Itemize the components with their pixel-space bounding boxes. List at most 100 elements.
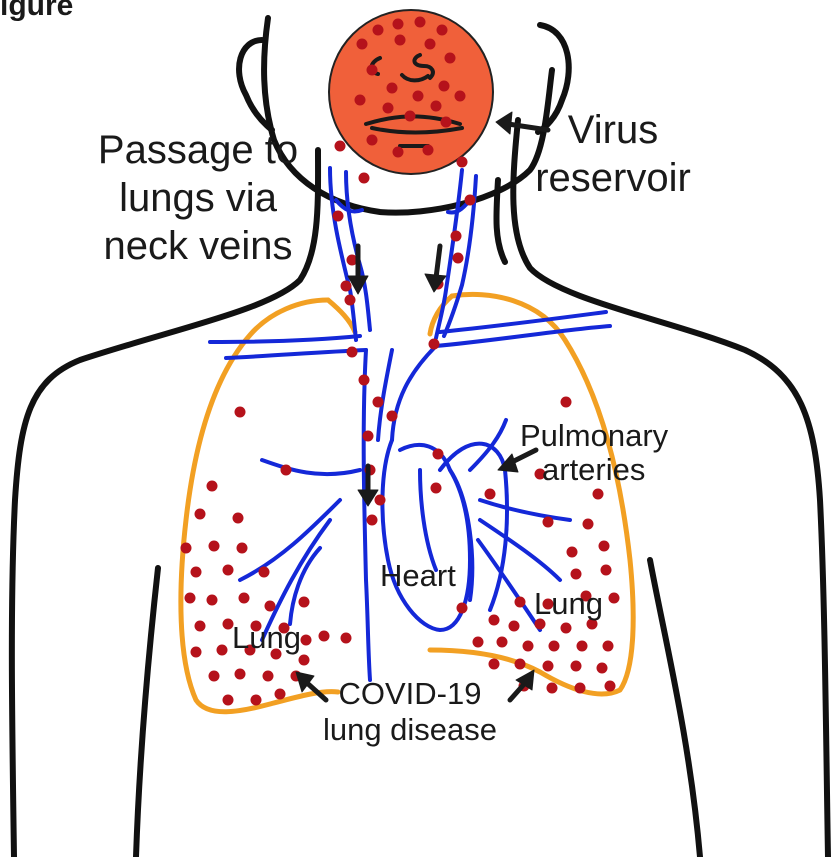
- virus-particle: [543, 661, 554, 672]
- left-subclavian-2: [226, 350, 366, 358]
- right-pulmonary-branch-2: [480, 520, 560, 580]
- head-circle: [329, 10, 493, 174]
- virus-particle: [455, 91, 466, 102]
- virus-particle: [597, 663, 608, 674]
- virus-particle: [547, 683, 558, 694]
- virus-particle: [437, 25, 448, 36]
- virus-particle: [299, 597, 310, 608]
- virus-particle: [387, 83, 398, 94]
- virus-particle: [583, 519, 594, 530]
- virus-particle: [265, 601, 276, 612]
- virus-particle: [181, 543, 192, 554]
- virus-particle: [223, 695, 234, 706]
- virus-particle: [561, 623, 572, 634]
- passage-label-line2: lungs via: [88, 174, 308, 222]
- virus-particle: [367, 65, 378, 76]
- virus-particle: [593, 489, 604, 500]
- virus-particle: [367, 135, 378, 146]
- virus-particle: [571, 661, 582, 672]
- virus-particle: [191, 567, 202, 578]
- virus-particle: [445, 53, 456, 64]
- left-inner-arm-line: [136, 568, 158, 857]
- virus-particle: [355, 95, 366, 106]
- covid-label-line2: lung disease: [300, 712, 520, 748]
- virus-particle: [275, 689, 286, 700]
- virus-particle: [515, 597, 526, 608]
- virus-particle: [263, 671, 274, 682]
- virus-particle: [319, 631, 330, 642]
- virus-particle: [523, 641, 534, 652]
- virus-particle: [373, 397, 384, 408]
- virus-particle: [567, 547, 578, 558]
- covid-arrow-right: [510, 670, 534, 700]
- virus-particle: [233, 513, 244, 524]
- virus-particle: [299, 655, 310, 666]
- virus-particle: [335, 141, 346, 152]
- virus-particle: [235, 407, 246, 418]
- virus-particle: [457, 157, 468, 168]
- passage-label-line1: Passage to: [88, 126, 308, 174]
- virus-particle: [609, 593, 620, 604]
- left-pulmonary-artery: [262, 460, 360, 474]
- virus-particle: [281, 465, 292, 476]
- virus-particle: [223, 565, 234, 576]
- virus-particle: [357, 39, 368, 50]
- virus-label-line2: reservoir: [528, 154, 698, 202]
- virus-particle: [473, 637, 484, 648]
- virus-particle: [207, 595, 218, 606]
- virus-particle: [195, 621, 206, 632]
- virus-particle: [405, 111, 416, 122]
- virus-particle: [237, 543, 248, 554]
- virus-particle: [431, 483, 442, 494]
- virus-particle: [515, 659, 526, 670]
- virus-particle: [217, 645, 228, 656]
- virus-particle: [489, 659, 500, 670]
- virus-particle: [341, 633, 352, 644]
- left-pulmonary-branch-1: [240, 500, 340, 580]
- virus-particle: [259, 567, 270, 578]
- virus-particle: [605, 681, 616, 692]
- virus-particle: [423, 145, 434, 156]
- virus-particle: [453, 253, 464, 264]
- virus-particle: [413, 91, 424, 102]
- vena-cava-mid: [378, 350, 392, 440]
- virus-particle: [599, 541, 610, 552]
- virus-particle: [367, 515, 378, 526]
- head-circle-group: [329, 10, 493, 174]
- virus-particle: [191, 647, 202, 658]
- virus-particle: [433, 449, 444, 460]
- virus-particle: [387, 411, 398, 422]
- virus-particle: [393, 19, 404, 30]
- virus-particle: [601, 565, 612, 576]
- figure-header-fragment: igure: [0, 0, 73, 30]
- virus-particle: [485, 489, 496, 500]
- virus-particle: [509, 621, 520, 632]
- pulmonary-label-line1: Pulmonary: [520, 418, 668, 454]
- virus-particle: [393, 147, 404, 158]
- lung-label-right: Lung: [534, 586, 603, 622]
- virus-particle: [561, 397, 572, 408]
- virus-particle: [333, 211, 344, 222]
- virus-particle: [425, 39, 436, 50]
- virus-particle: [301, 635, 312, 646]
- virus-particle: [577, 641, 588, 652]
- virus-particle: [347, 347, 358, 358]
- virus-particle: [235, 669, 246, 680]
- virus-particle: [429, 339, 440, 350]
- lung-label-left: Lung: [232, 620, 301, 656]
- virus-particle: [251, 695, 262, 706]
- virus-particle: [451, 231, 462, 242]
- virus-particle: [239, 593, 250, 604]
- vena-cava-right: [392, 346, 436, 440]
- virus-particle: [341, 281, 352, 292]
- right-pulmonary-branch-1: [480, 500, 570, 520]
- virus-particle: [375, 495, 386, 506]
- virus-particle: [207, 481, 218, 492]
- virus-particle: [603, 641, 614, 652]
- virus-particle: [575, 683, 586, 694]
- virus-label-line1: Virus: [528, 106, 698, 154]
- right-neck-shoulder-line: [513, 120, 828, 857]
- virus-particle: [497, 637, 508, 648]
- virus-particle: [383, 103, 394, 114]
